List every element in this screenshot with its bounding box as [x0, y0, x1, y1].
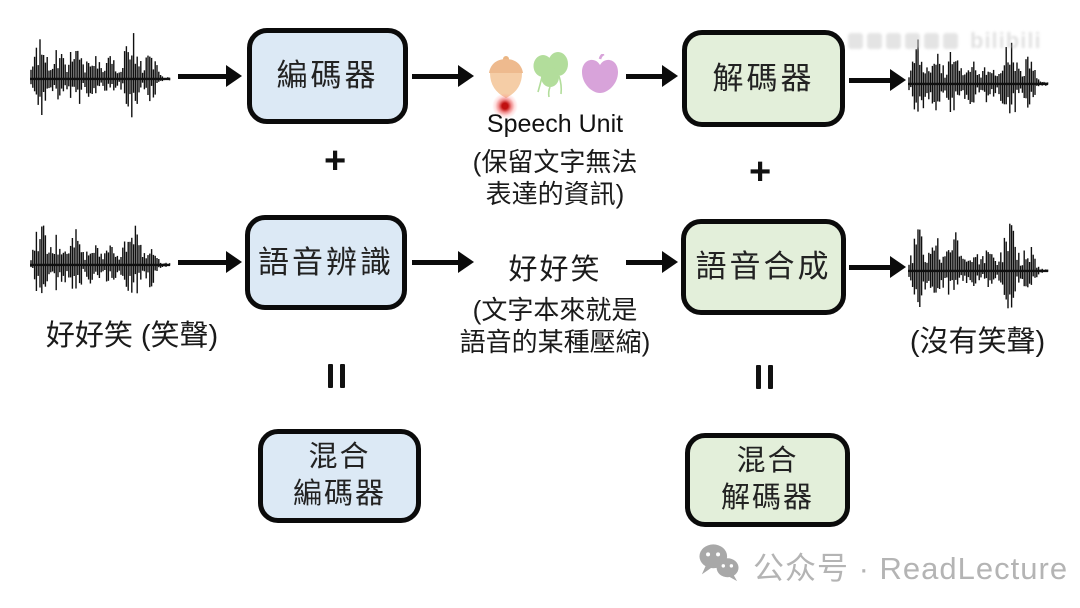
wechat-icon [697, 543, 741, 588]
speech-unit-note: (保留文字無法 表達的資訊) [420, 146, 690, 210]
illegible-cjk-watermark [905, 33, 920, 49]
output-speech-caption: (沒有笑聲) [909, 326, 1046, 358]
speech-synthesis-label: 語音合成 [695, 249, 832, 284]
plus-sign: + [749, 151, 772, 193]
waveform-input-bottom [28, 214, 172, 312]
arrow-right-icon [178, 251, 242, 273]
speech-recognition-box: 語音辨識 [245, 215, 407, 310]
illegible-cjk-watermark [943, 33, 958, 49]
arrow-right-icon [849, 256, 906, 278]
bilibili-watermark: bilibili [848, 28, 1042, 54]
bilibili-logo: bilibili [970, 28, 1042, 53]
waveform-output-top [906, 33, 1050, 131]
equals-sign [756, 365, 773, 389]
acorn-emoji [486, 54, 526, 100]
encoder-box: 編碼器 [247, 28, 408, 124]
mixed-decoder-label-line1: 混合 [736, 445, 799, 477]
arrow-right-icon [626, 251, 678, 273]
speech-unit-note-line2: 表達的資訊) [485, 179, 625, 209]
mixed-encoder-label-line2: 編碼器 [292, 478, 386, 510]
equals-sign [328, 364, 345, 388]
arrow-right-icon [412, 251, 474, 273]
arrow-right-icon [178, 65, 242, 87]
transcript-note: (文字本來就是 語音的某種壓縮) [420, 294, 690, 358]
encoder-label: 編碼器 [276, 58, 379, 93]
decoder-box: 解碼器 [682, 30, 845, 127]
arrow-right-icon [412, 65, 474, 87]
waveform-output-bottom [906, 220, 1050, 318]
illegible-cjk-watermark [924, 33, 939, 49]
input-speech-caption: 好好笑 (笑聲) [45, 320, 219, 352]
illegible-cjk-watermark [886, 33, 901, 49]
balloons-emoji [531, 52, 571, 98]
speech-recognition-label: 語音辨識 [258, 244, 394, 280]
transcript-text: 好好笑 [508, 254, 602, 286]
transcript-note-line1: (文字本來就是 [472, 295, 638, 325]
illegible-cjk-watermark [867, 33, 882, 49]
mixed-decoder-box: 混合 解碼器 [685, 433, 850, 527]
plus-sign: + [324, 140, 347, 182]
mixed-encoder-label-line1: 混合 [308, 441, 371, 473]
transcript-note-line2: 語音的某種壓縮) [459, 327, 651, 357]
illegible-cjk-watermark [848, 33, 863, 49]
arrow-right-icon [849, 69, 906, 91]
laser-dot [492, 93, 518, 119]
wechat-watermark: 公众号 · ReadLecture [697, 543, 1068, 588]
mixed-decoder-label-line2: 解碼器 [720, 482, 814, 514]
apple-emoji [580, 52, 620, 96]
arrow-right-icon [626, 65, 678, 87]
decoder-label: 解碼器 [712, 60, 815, 96]
speech-synthesis-box: 語音合成 [681, 219, 846, 315]
mixed-encoder-box: 混合 編碼器 [258, 429, 421, 523]
wechat-watermark-text: 公众号 · ReadLecture [753, 551, 1069, 586]
speech-unit-note-line1: (保留文字無法 [472, 147, 638, 177]
speech-unit-label: Speech Unit [486, 110, 624, 138]
waveform-input-top [28, 28, 172, 126]
